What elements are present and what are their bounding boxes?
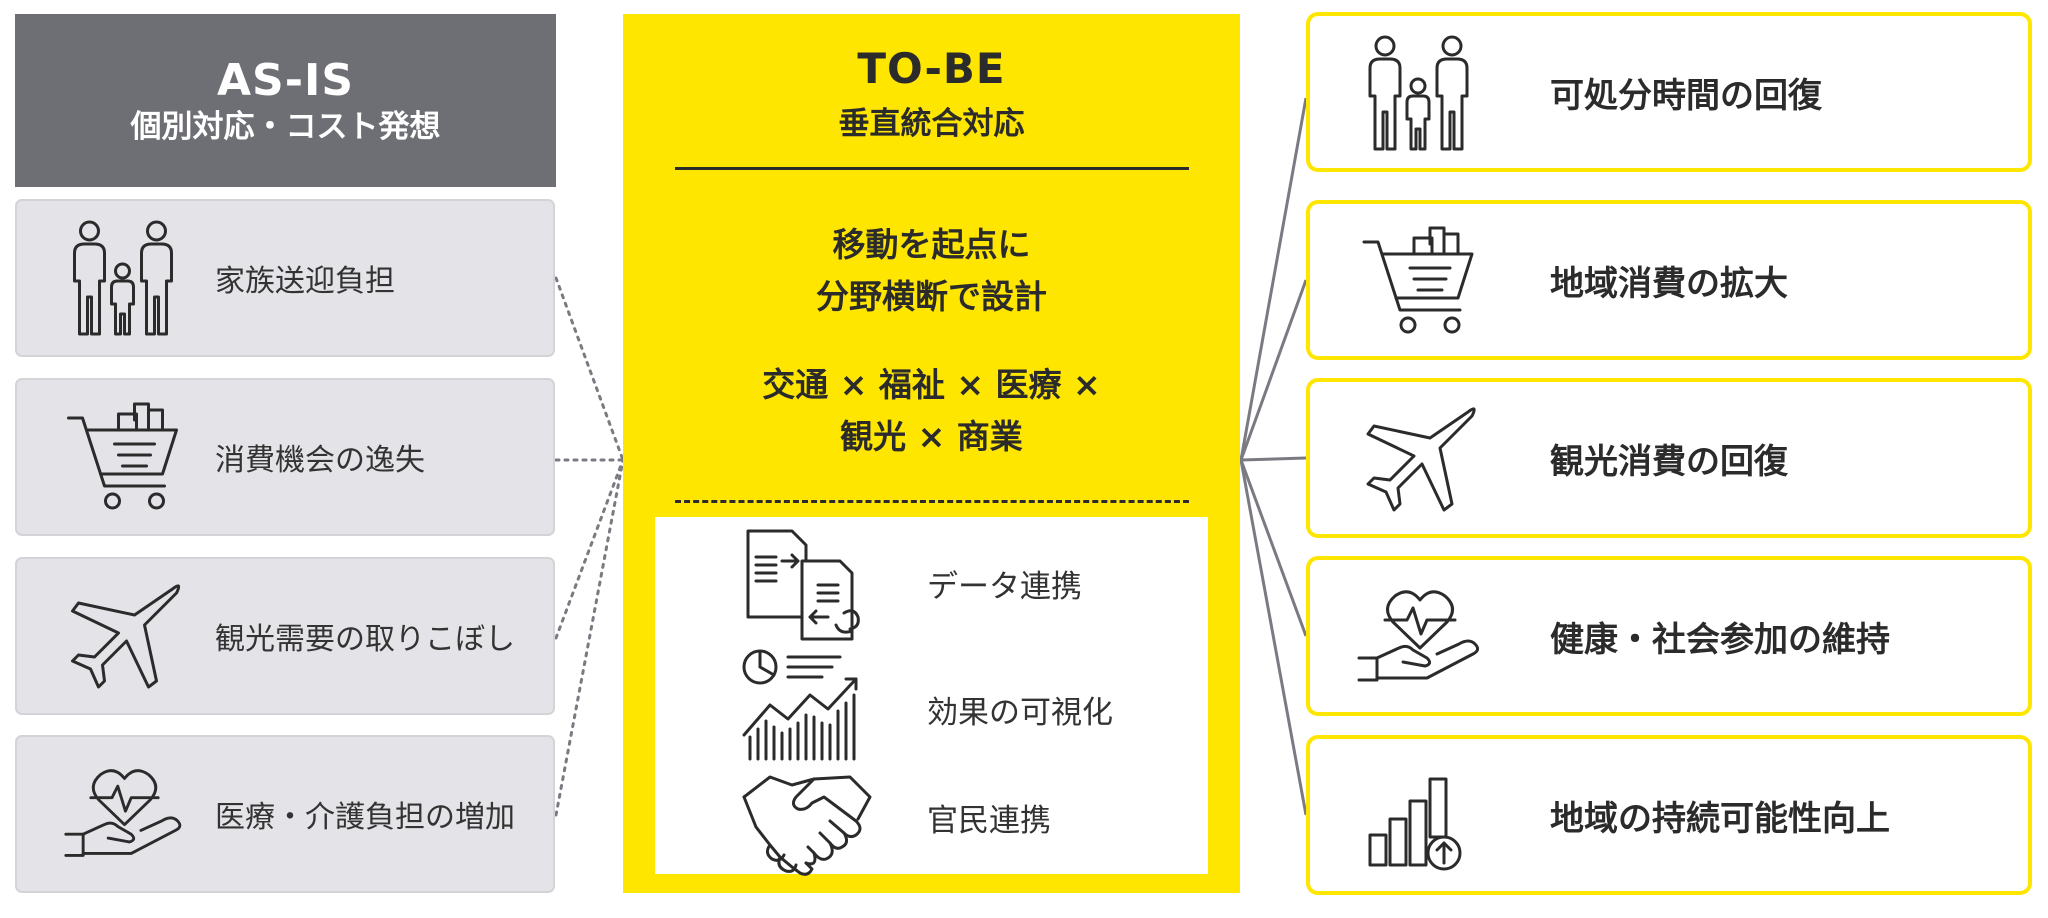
enabler-label: データ連携 xyxy=(927,569,1082,605)
shopping-cart-icon xyxy=(62,398,187,518)
heart-hand-icon xyxy=(62,755,187,875)
connector-outcome-4 xyxy=(1239,459,1308,637)
enabler-label: 官民連携 xyxy=(927,803,1051,839)
outcome-card-local-consumption: 地域消費の拡大 xyxy=(1306,200,2032,360)
asis-card-label: 家族送迎負担 xyxy=(215,264,395,299)
outcome-card-health-participation: 健康・社会参加の維持 xyxy=(1306,556,2032,716)
asis-card-missed-tourism: 観光需要の取りこぼし xyxy=(15,557,555,715)
handshake-icon xyxy=(740,767,875,882)
tobe-subtitle: 垂直統合対応 xyxy=(838,106,1025,142)
family-icon xyxy=(1355,34,1485,154)
outcome-card-sustainability: 地域の持続可能性向上 xyxy=(1306,735,2032,895)
asis-connectors xyxy=(554,276,625,817)
asis-card-lost-consumption: 消費機会の逸失 xyxy=(15,378,555,536)
outcome-label: 地域消費の拡大 xyxy=(1550,263,1788,304)
dashed-divider xyxy=(675,500,1189,503)
connector-outcome-2 xyxy=(1239,279,1308,461)
heart-hand-icon xyxy=(1355,578,1485,698)
outcome-label: 観光消費の回復 xyxy=(1550,441,1788,482)
asis-header: AS-IS 個別対応・コスト発想 xyxy=(15,14,556,187)
connector-outcome-3 xyxy=(1240,456,1307,462)
growth-bars-icon xyxy=(1355,757,1485,877)
asis-title: AS-IS xyxy=(216,54,355,106)
outcome-label: 健康・社会参加の維持 xyxy=(1550,619,1890,660)
outcome-label: 地域の持続可能性向上 xyxy=(1550,798,1890,839)
enabler-label: 効果の可視化 xyxy=(927,695,1113,731)
asis-subtitle: 個別対応・コスト発想 xyxy=(130,108,441,145)
connector-outcome-1 xyxy=(1239,97,1308,461)
outcome-connectors xyxy=(1239,97,1308,816)
family-icon xyxy=(62,219,187,339)
document-exchange-icon xyxy=(740,527,875,642)
connector-asis-3 xyxy=(554,458,625,640)
concept-line-2: 分野横断で設計 xyxy=(816,277,1047,316)
outcome-label: 可処分時間の回復 xyxy=(1550,75,1822,116)
fields-line-1: 交通 × 福祉 × 医療 × xyxy=(762,365,1101,404)
concept-line-1: 移動を起点に xyxy=(832,225,1031,264)
asis-card-care-burden: 医療・介護負担の増加 xyxy=(15,735,555,893)
asis-card-label: 観光需要の取りこぼし xyxy=(215,622,515,657)
asis-card-label: 医療・介護負担の増加 xyxy=(215,800,515,835)
tobe-panel: TO-BE 垂直統合対応 移動を起点に 分野横断で設計 交通 × 福祉 × 医療… xyxy=(623,14,1240,893)
analytics-chart-icon xyxy=(740,647,875,762)
airplane-icon xyxy=(62,577,187,697)
asis-card-label: 消費機会の逸失 xyxy=(215,443,425,478)
connector-asis-1 xyxy=(554,276,625,462)
enablers-panel: データ連携 効果の可視化 官民連携 xyxy=(655,517,1208,874)
outcome-card-tourism-recovery: 観光消費の回復 xyxy=(1306,378,2032,538)
connector-asis-4 xyxy=(554,458,625,817)
divider xyxy=(675,167,1189,170)
asis-card-family-burden: 家族送迎負担 xyxy=(15,199,555,357)
fields-line-2: 観光 × 商業 xyxy=(840,417,1023,456)
tobe-fields: 交通 × 福祉 × 医療 × 観光 × 商業 xyxy=(623,359,1240,463)
shopping-cart-icon xyxy=(1355,222,1485,342)
tobe-concept: 移動を起点に 分野横断で設計 xyxy=(623,219,1240,323)
airplane-icon xyxy=(1355,400,1485,520)
outcome-card-free-time: 可処分時間の回復 xyxy=(1306,12,2032,172)
connector-outcome-5 xyxy=(1239,459,1308,816)
tobe-title: TO-BE xyxy=(857,44,1006,93)
